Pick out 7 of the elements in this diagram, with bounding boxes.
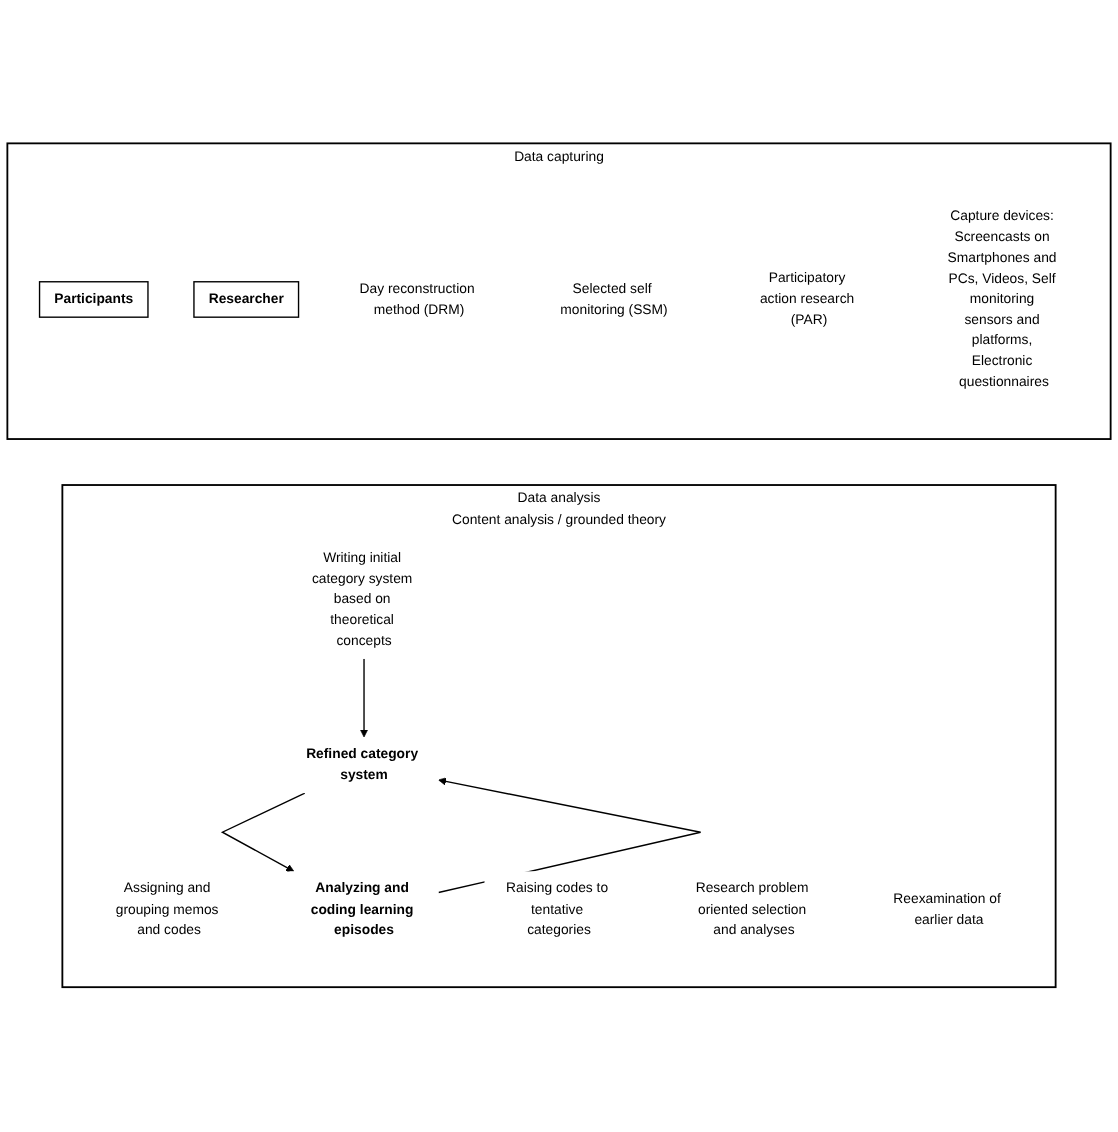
arrow (360, 658, 369, 739)
node-box (38, 281, 149, 319)
node-box (193, 281, 300, 319)
arrow (437, 778, 702, 894)
arrow (220, 793, 306, 873)
cluster (6, 143, 1112, 441)
cluster (61, 484, 1057, 989)
